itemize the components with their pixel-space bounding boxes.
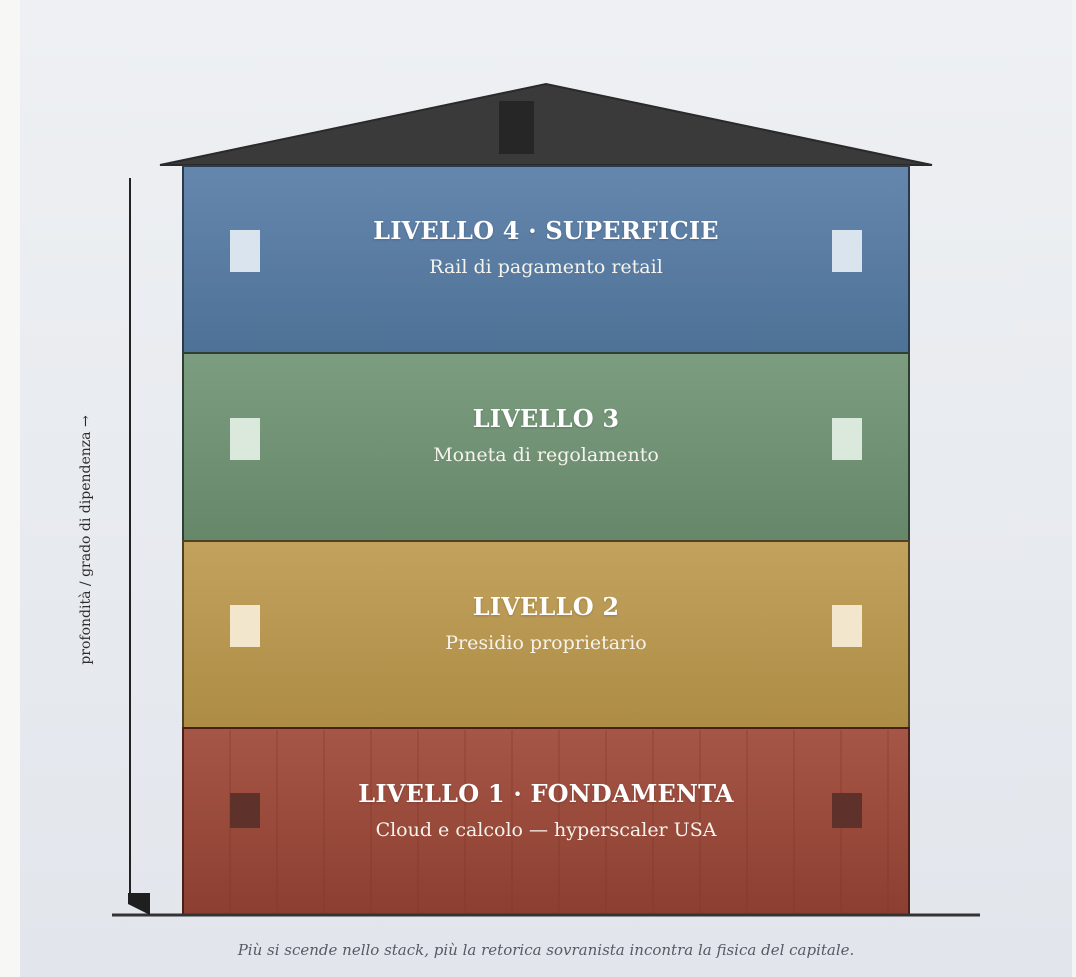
floor-2-label: LIVELLO 2 Presidio proprietario bbox=[183, 592, 909, 656]
floor-4-subtitle: Rail di pagamento retail bbox=[429, 256, 663, 278]
diagram-caption: Più si scende nello stack, più la retori… bbox=[237, 941, 855, 959]
floor-3-label: LIVELLO 3 Moneta di regolamento bbox=[183, 404, 909, 468]
floor-2-title: LIVELLO 2 bbox=[472, 592, 620, 621]
floor-1 bbox=[182, 727, 910, 916]
roof bbox=[159, 82, 933, 166]
floor-3-window-left bbox=[230, 418, 260, 460]
floor-1-window-left bbox=[230, 793, 260, 828]
floor-2-subtitle: Presidio proprietario bbox=[445, 632, 647, 654]
floor-2-window-left bbox=[230, 605, 260, 647]
roof-chimney bbox=[499, 101, 534, 154]
floor-4-window-right bbox=[832, 230, 862, 272]
floor-1-subtitle: Cloud e calcolo — hyperscaler USA bbox=[375, 819, 717, 841]
floor-2 bbox=[182, 540, 910, 729]
floor-1-title: LIVELLO 1 · FONDAMENTA bbox=[358, 779, 734, 808]
floor-1-window-right bbox=[832, 793, 862, 828]
floor-3-subtitle: Moneta di regolamento bbox=[433, 444, 659, 466]
floor-2-window-right bbox=[832, 605, 862, 647]
floor-1-label: LIVELLO 1 · FONDAMENTA Cloud e calcolo —… bbox=[183, 779, 909, 843]
floor-4-window-left bbox=[230, 230, 260, 272]
panel-edge bbox=[1072, 0, 1076, 977]
floor-3-title: LIVELLO 3 bbox=[472, 404, 620, 433]
floor-3-window-right bbox=[832, 418, 862, 460]
depth-axis-arrowhead bbox=[128, 893, 150, 915]
floor-1-planks bbox=[229, 730, 889, 914]
floor-4-label: LIVELLO 4 · SUPERFICIE Rail di pagamento… bbox=[183, 216, 909, 280]
floor-4-title: LIVELLO 4 · SUPERFICIE bbox=[373, 216, 719, 245]
depth-axis-label: profondità / grado di dipendenza → bbox=[78, 415, 94, 665]
